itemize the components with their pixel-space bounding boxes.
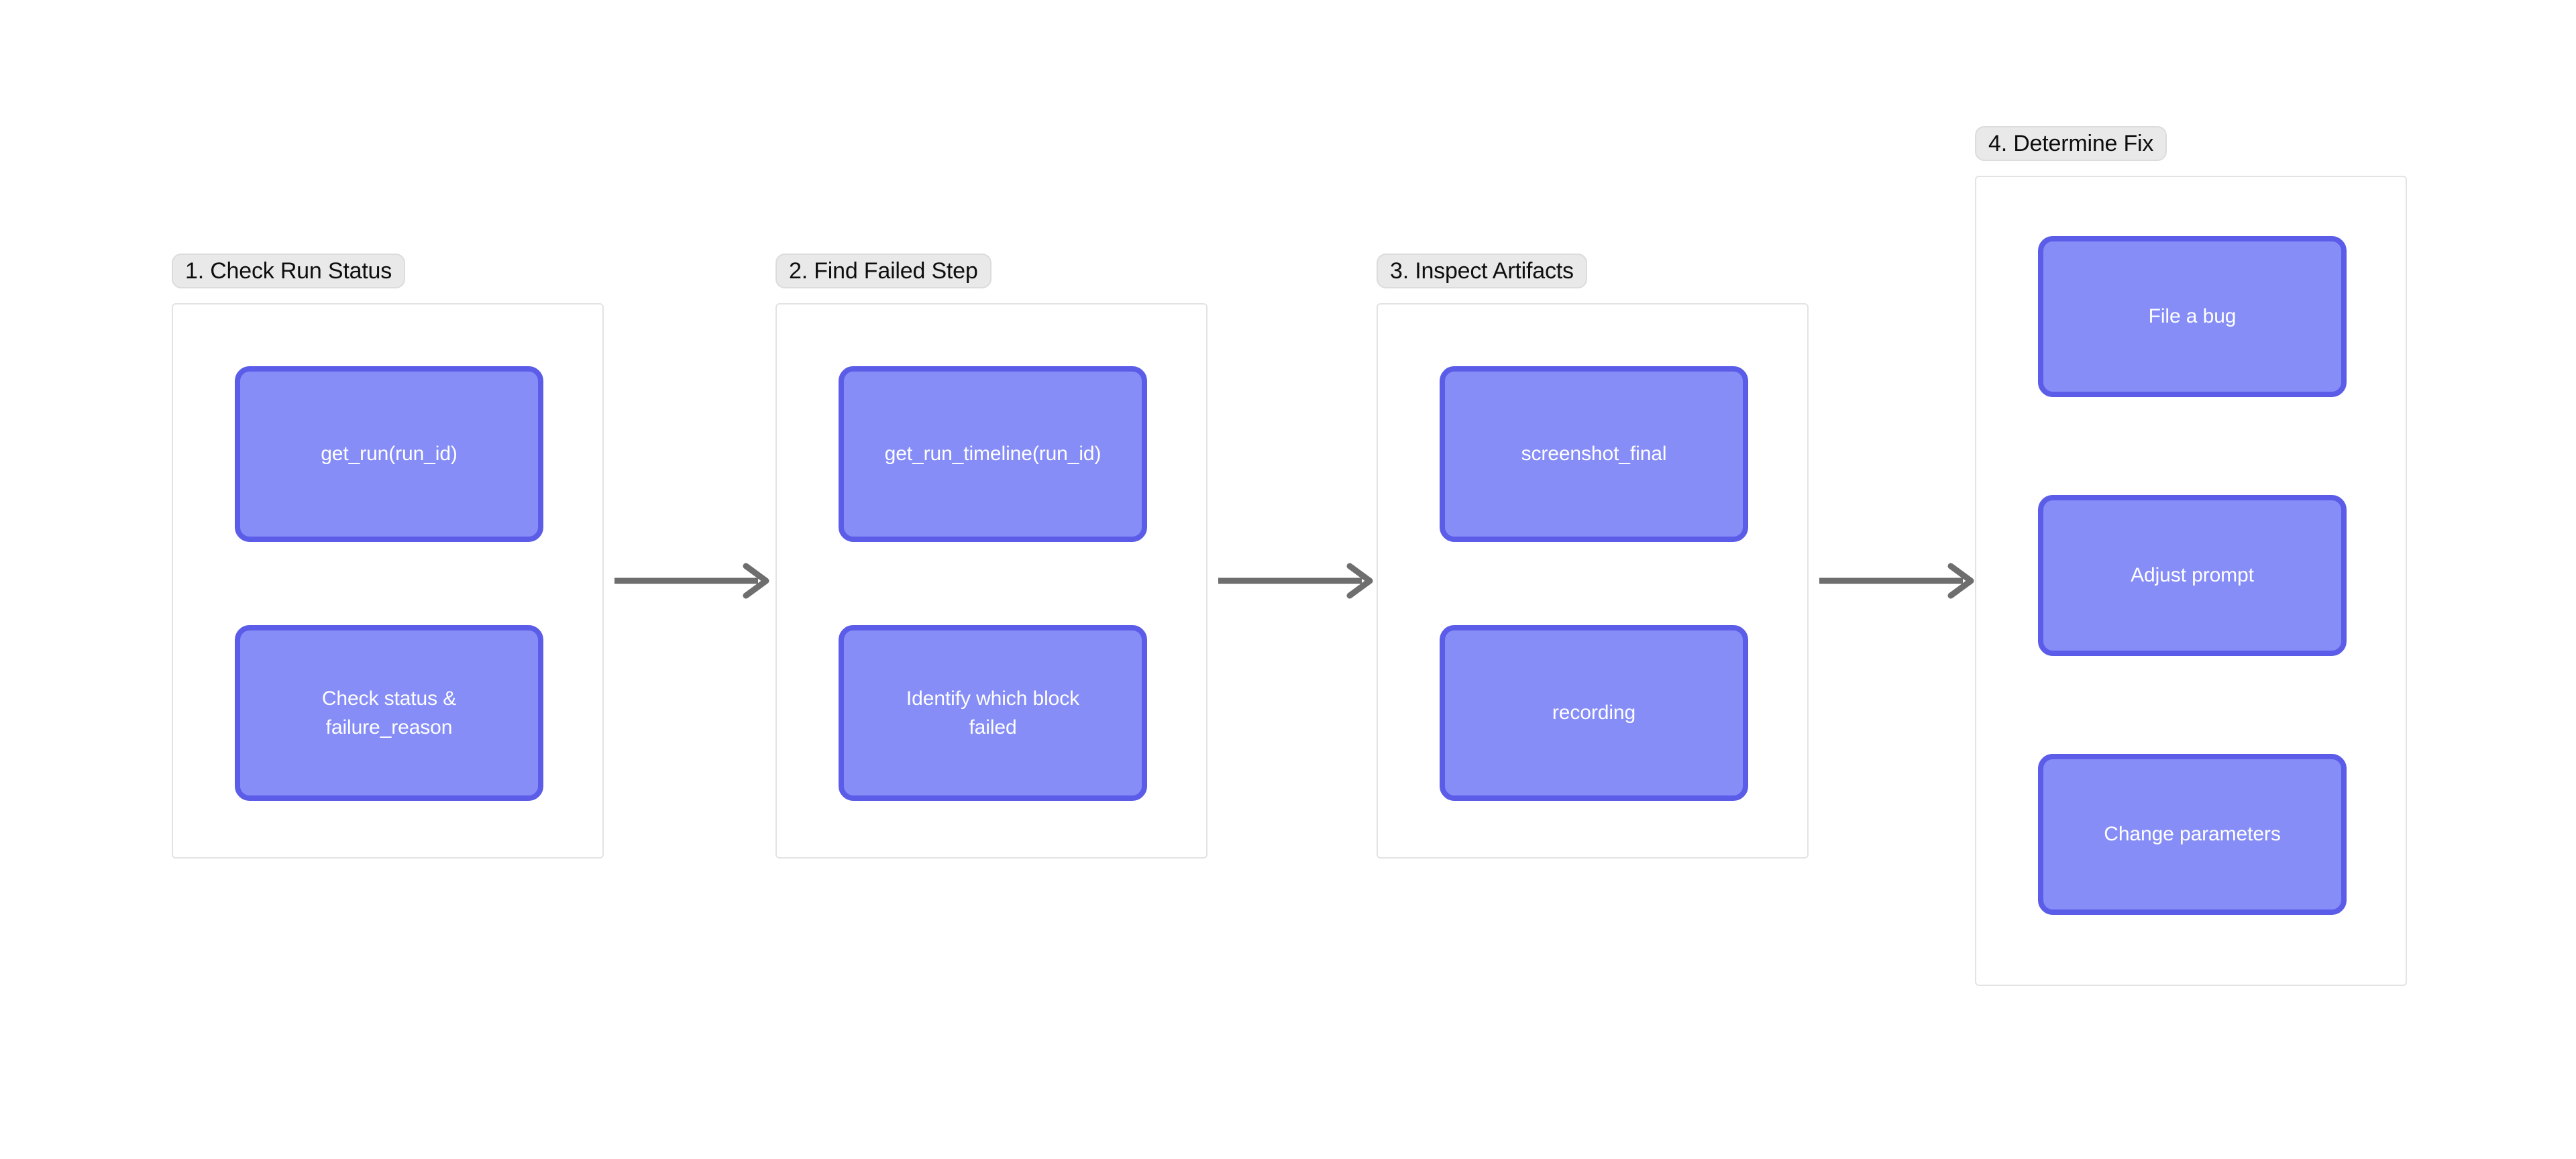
node-stage3-1-text: recording: [1552, 702, 1636, 724]
node-stage4-0[interactable]: File a bug: [2038, 236, 2347, 397]
node-stage1-0[interactable]: get_run(run_id): [235, 366, 543, 542]
stage-container-1: get_run(run_id) Check status & failure_r…: [172, 303, 604, 859]
stage-label-1: 1. Check Run Status: [172, 254, 406, 288]
node-stage1-0-text: get_run(run_id): [321, 443, 458, 465]
node-stage1-1[interactable]: Check status & failure_reason: [235, 625, 543, 801]
node-stage2-1[interactable]: Identify which block failed: [839, 625, 1147, 801]
node-stage1-1-text: Check status & failure_reason: [321, 687, 457, 739]
stage-label-4: 4. Determine Fix: [1975, 126, 2167, 161]
stage-label-2-text: 2. Find Failed Step: [789, 258, 978, 284]
node-stage2-1-text: Identify which block failed: [906, 687, 1080, 739]
node-stage4-1-text: Adjust prompt: [2131, 564, 2254, 587]
stage-label-3: 3. Inspect Artifacts: [1377, 254, 1587, 288]
stage-container-2: get_run_timeline(run_id) Identify which …: [775, 303, 1208, 859]
arrow-stage3-to-stage4: [1819, 563, 1974, 599]
stage-container-3: screenshot_final recording: [1377, 303, 1809, 859]
node-stage3-0-text: screenshot_final: [1521, 443, 1667, 465]
node-stage4-1[interactable]: Adjust prompt: [2038, 495, 2347, 656]
stage-label-4-text: 4. Determine Fix: [1988, 131, 2154, 156]
node-stage2-0-text: get_run_timeline(run_id): [884, 443, 1102, 465]
stage-container-4: File a bug Adjust prompt Change paramete…: [1975, 176, 2407, 986]
arrow-stage1-to-stage2: [614, 563, 769, 599]
node-stage4-0-text: File a bug: [2148, 305, 2237, 328]
stage-label-3-text: 3. Inspect Artifacts: [1390, 258, 1574, 284]
stage-label-2: 2. Find Failed Step: [775, 254, 991, 288]
stage-label-1-text: 1. Check Run Status: [185, 258, 392, 284]
node-stage4-2[interactable]: Change parameters: [2038, 754, 2347, 915]
node-stage4-2-text: Change parameters: [2104, 823, 2281, 846]
node-stage3-1[interactable]: recording: [1440, 625, 1748, 801]
node-stage3-0[interactable]: screenshot_final: [1440, 366, 1748, 542]
arrow-stage2-to-stage3: [1218, 563, 1373, 599]
node-stage2-0[interactable]: get_run_timeline(run_id): [839, 366, 1147, 542]
